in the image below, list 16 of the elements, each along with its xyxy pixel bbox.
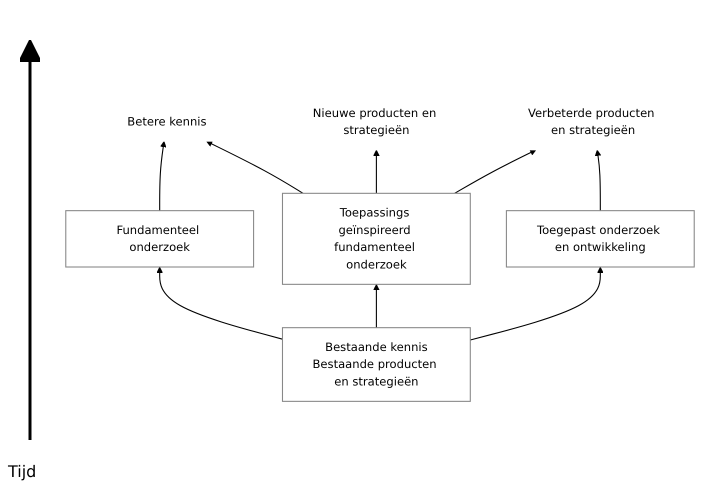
arrow (373, 284, 380, 328)
arrow (454, 150, 536, 194)
node-text: Verbeterde producten en strategieën (528, 106, 655, 137)
arrow (373, 150, 380, 194)
node-box: Toepassings geïnspireerd fundamenteel onderzoek (282, 192, 471, 285)
axis-label: Tijd (8, 462, 36, 481)
arrow (159, 141, 166, 211)
arrow (206, 141, 304, 194)
node-box: Bestaande kennis Bestaande producten en strategieën (282, 327, 471, 402)
node-box: Fundamenteel onderzoek (65, 210, 254, 268)
node-box: Toegepast onderzoek en ontwikkeling (506, 210, 695, 268)
node-text: Betere kennis (127, 114, 207, 128)
arrow (594, 150, 602, 211)
arrow (156, 266, 283, 340)
arrow (470, 266, 604, 340)
node-text: Nieuwe producten en strategieën (312, 106, 436, 137)
